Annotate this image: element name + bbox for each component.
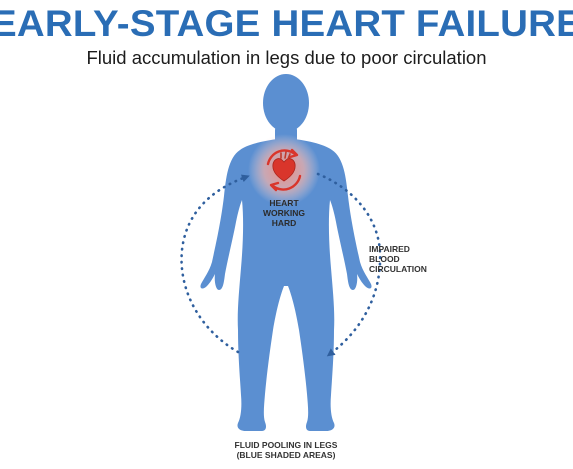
body-torso xyxy=(200,138,372,431)
heart-working-hard-label: HEART WORKING HARD xyxy=(262,198,306,228)
page-title: EARLY-STAGE HEART FAILURE xyxy=(0,3,573,44)
body-head xyxy=(263,74,309,132)
page-subtitle: Fluid accumulation in legs due to poor c… xyxy=(86,47,487,68)
dotted-arrow-loop-icon xyxy=(180,172,382,357)
body-silhouette xyxy=(200,74,372,431)
impaired-circulation-label: IMPAIRED BLOOD CIRCULATION xyxy=(369,244,427,274)
fluid-pooling-label: FLUID POOLING IN LEGS (BLUE SHADED AREAS… xyxy=(234,440,338,460)
circular-arrows-icon xyxy=(266,148,302,192)
heart-icon xyxy=(272,151,296,182)
